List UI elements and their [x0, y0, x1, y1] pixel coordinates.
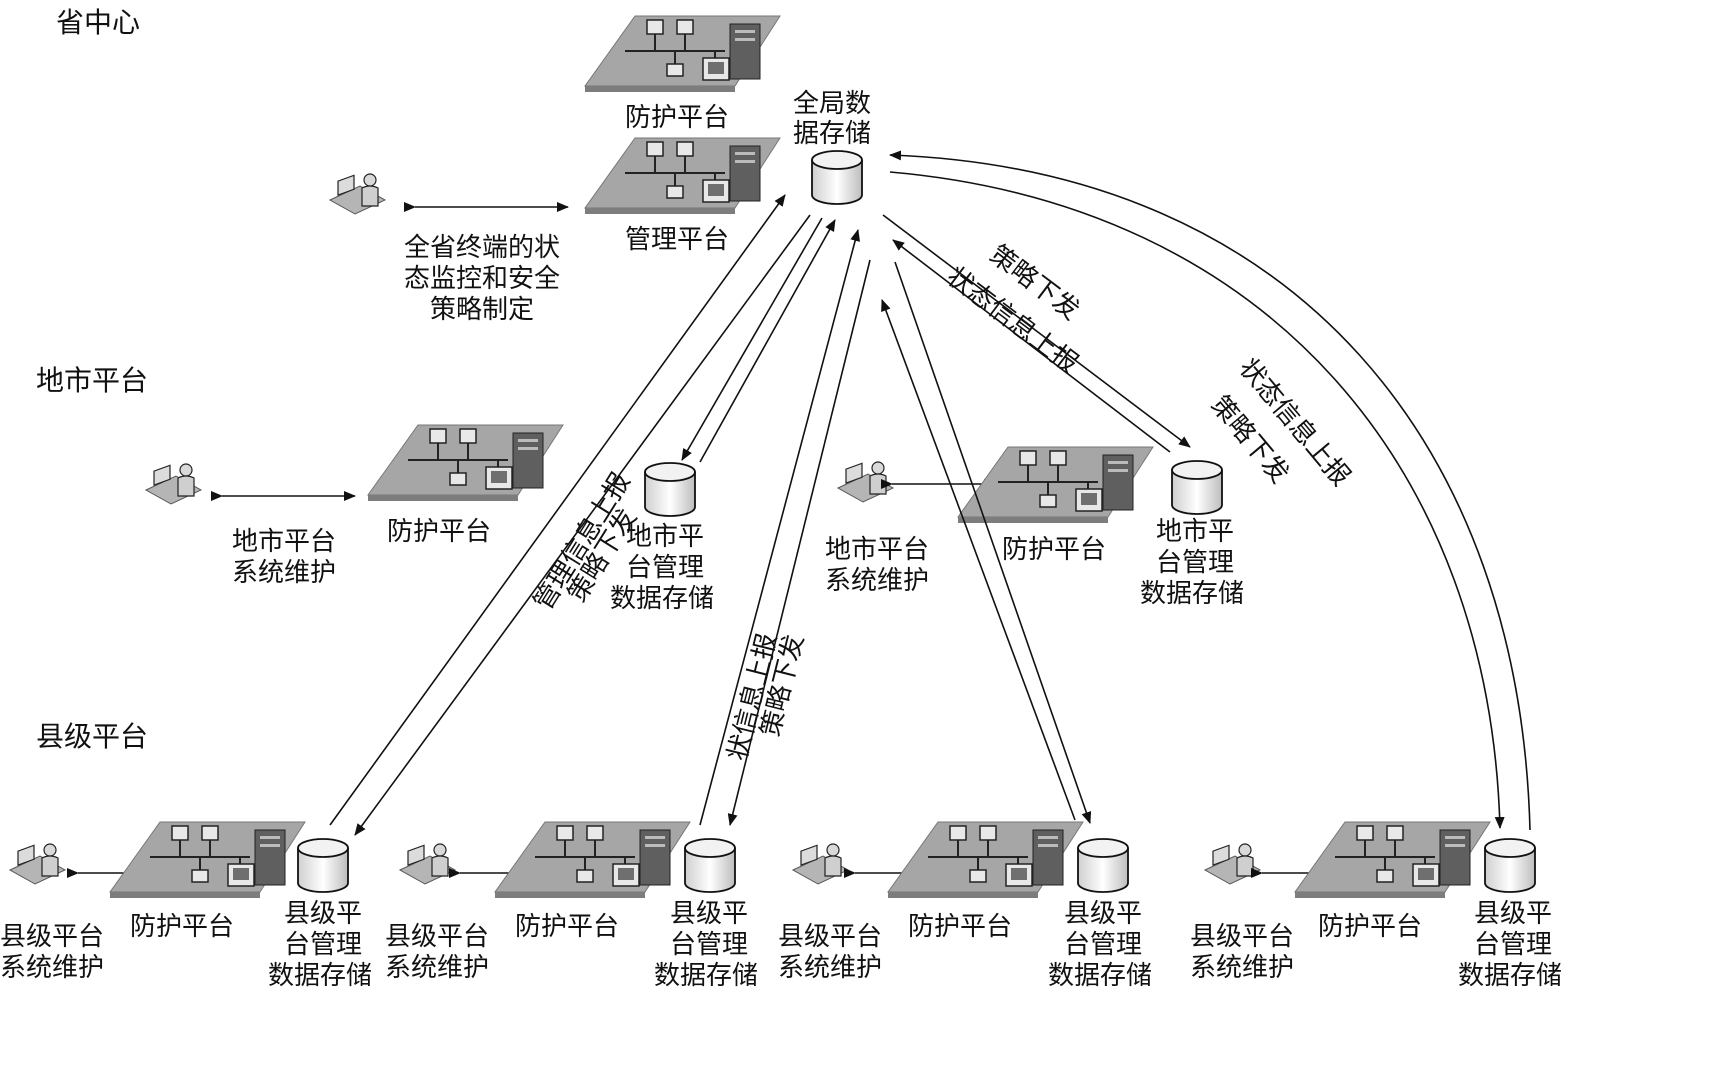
- county-4-storage-label-3: 数据存储: [1458, 961, 1562, 991]
- county-1-storage-label-1: 县级平: [284, 899, 362, 929]
- city-left-report-arrow: [699, 219, 836, 463]
- county-3-operator-icon: [792, 843, 849, 885]
- province-protect-label: 防护平台: [625, 103, 729, 133]
- county-1-maint-label-2: 系统维护: [0, 953, 104, 983]
- city-left-storage-label-1: 地市平: [626, 522, 704, 552]
- county-1-protect-platform-icon: [109, 821, 306, 899]
- city-right-policy-arrow: [882, 214, 1191, 448]
- county-3-storage-label-3: 数据存储: [1048, 961, 1152, 991]
- county-2-policy-arrow: [727, 259, 871, 826]
- county-1-maint-label-1: 县级平台: [0, 922, 104, 952]
- county-2-maint-label-1: 县级平台: [385, 922, 489, 952]
- county-3-storage-label-2: 台管理: [1064, 930, 1142, 960]
- county-3-protect-label: 防护平台: [908, 912, 1012, 942]
- county-1-protect-label: 防护平台: [130, 912, 234, 942]
- county-4-operator-icon: [1204, 843, 1261, 885]
- county-4-policy-arrow: [889, 171, 1505, 829]
- global-storage-label-2: 据存储: [793, 119, 871, 149]
- city-left-protect-platform-icon: [367, 424, 564, 502]
- level-label-county: 县级平台: [36, 720, 148, 753]
- county-2-maint-label-2: 系统维护: [385, 953, 489, 983]
- city-left-protect-label: 防护平台: [387, 517, 491, 547]
- county-2-storage-label-2: 台管理: [670, 930, 748, 960]
- global-storage-cylinder-icon: [811, 150, 863, 205]
- city-right-storage-label-3: 数据存储: [1140, 579, 1244, 609]
- county-1-storage-label-2: 台管理: [284, 930, 362, 960]
- county-2-operator-icon: [399, 843, 456, 885]
- county-4-protect-platform-icon: [1294, 821, 1491, 899]
- city-right-maint-label-1: 地市平台: [825, 535, 929, 565]
- county-4-maint-label-1: 县级平台: [1190, 922, 1294, 952]
- county-3-policy-arrow: [894, 261, 1092, 824]
- city-left-storage-cylinder-icon: [644, 462, 696, 517]
- county-2-protect-platform-icon: [494, 821, 691, 899]
- city-left-storage-label-2: 台管理: [626, 553, 704, 583]
- county-3-report-arrow: [881, 299, 1076, 821]
- county-3-maint-label-2: 系统维护: [778, 953, 882, 983]
- county-4-maint-label-2: 系统维护: [1190, 953, 1294, 983]
- county-3-storage-label-1: 县级平: [1064, 899, 1142, 929]
- county-1-policy-arrow: [354, 214, 811, 836]
- county-2-storage-label-1: 县级平: [670, 899, 748, 929]
- county-2-protect-label: 防护平台: [515, 912, 619, 942]
- level-label-province: 省中心: [56, 6, 140, 39]
- county-3-maint-label-1: 县级平台: [778, 922, 882, 952]
- county-4-storage-label-1: 县级平: [1474, 899, 1552, 929]
- province-manage-label: 管理平台: [625, 225, 729, 255]
- county-3-protect-platform-icon: [887, 821, 1084, 899]
- province-monitor-label-2: 态监控和安全: [404, 264, 560, 294]
- county-2-report-arrow: [699, 229, 861, 826]
- city-right-maint-label-2: 系统维护: [825, 566, 929, 596]
- county-4-protect-label: 防护平台: [1318, 912, 1422, 942]
- city-right-protect-platform-icon: [957, 446, 1154, 524]
- county-4-report-arrow: [889, 150, 1531, 831]
- city-left-storage-label-3: 数据存储: [610, 584, 714, 614]
- county-1-storage-cylinder-icon: [297, 838, 349, 893]
- province-monitor-label-3: 策略制定: [430, 295, 534, 325]
- city-left-maint-label-2: 系统维护: [232, 558, 336, 588]
- county-1-operator-icon: [9, 843, 66, 885]
- county-1-report-arrow: [329, 194, 786, 826]
- county-2-storage-cylinder-icon: [684, 838, 736, 893]
- city-left-operator-icon: [145, 463, 202, 505]
- province-monitor-label-1: 全省终端的状: [404, 233, 560, 263]
- county-3-storage-cylinder-icon: [1077, 838, 1129, 893]
- city-right-report-arrow: [892, 239, 1171, 453]
- county-1-storage-label-3: 数据存储: [268, 961, 372, 991]
- global-storage-label-1: 全局数: [793, 89, 871, 119]
- city-right-storage-cylinder-icon: [1171, 460, 1223, 515]
- province-operator-icon: [329, 173, 386, 215]
- city-left-maint-label-1: 地市平台: [232, 527, 336, 557]
- province-manage-platform-icon: [584, 137, 781, 215]
- city-right-storage-label-1: 地市平: [1156, 517, 1234, 547]
- city-right-operator-icon: [837, 461, 894, 503]
- county-2-storage-label-3: 数据存储: [654, 961, 758, 991]
- province-protect-platform-icon: [584, 15, 781, 93]
- city-right-protect-label: 防护平台: [1002, 535, 1106, 565]
- city-left-policy-arrow: [681, 217, 823, 461]
- county-4-storage-label-2: 台管理: [1474, 930, 1552, 960]
- level-label-city: 地市平台: [36, 364, 148, 397]
- county-4-storage-cylinder-icon: [1484, 838, 1536, 893]
- city-right-storage-label-2: 台管理: [1156, 548, 1234, 578]
